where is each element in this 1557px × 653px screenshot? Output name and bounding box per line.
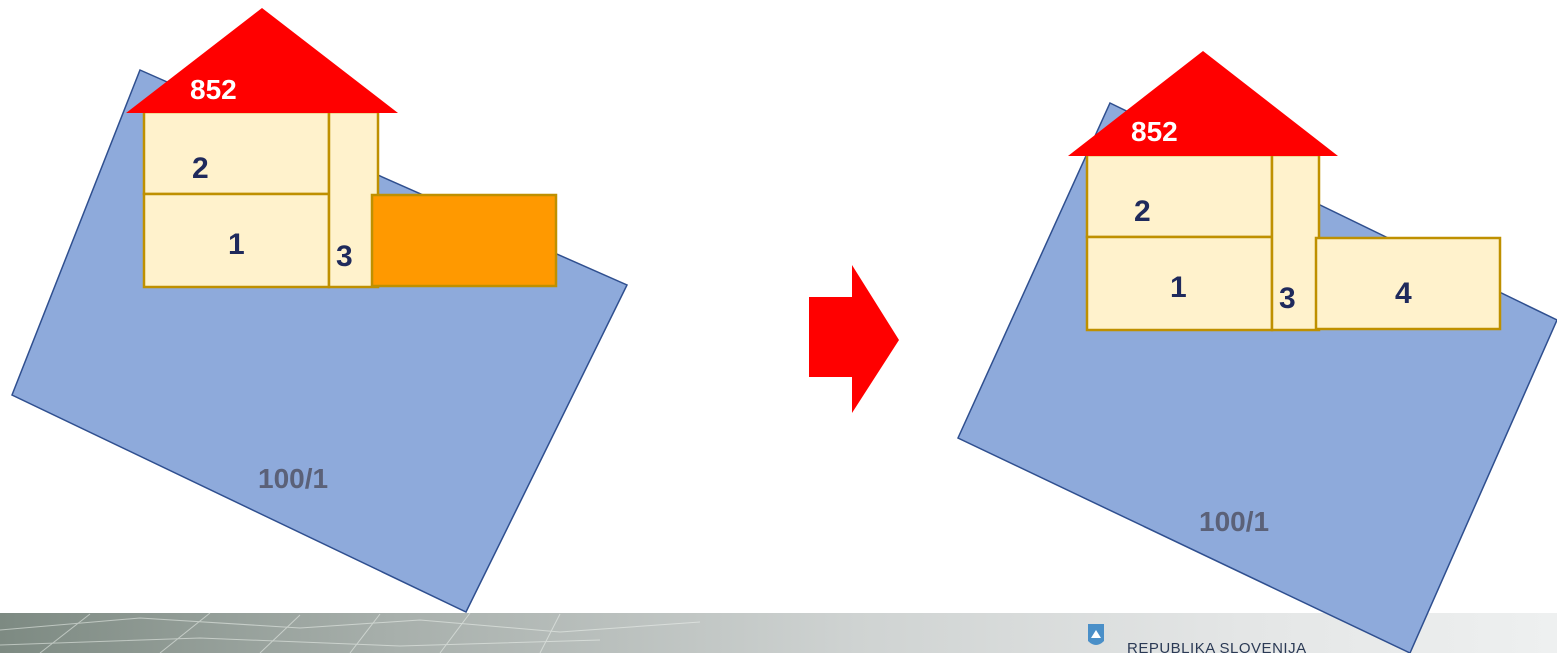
parcel-number-before: 100/1	[258, 463, 328, 494]
building-number-after: 852	[1131, 116, 1178, 147]
right-arrow-icon	[809, 265, 899, 413]
parcel-number-after: 100/1	[1199, 506, 1269, 537]
room-label-2-after: 2	[1134, 195, 1151, 228]
annex-unlabeled-before	[372, 195, 556, 286]
building-number-before: 852	[190, 74, 237, 105]
room-label-1-after: 1	[1170, 271, 1187, 304]
after-diagram: 852 2 1 3 4 100/1	[958, 51, 1557, 653]
roof-after	[1068, 51, 1338, 156]
before-diagram: 852 2 1 3 100/1	[12, 8, 627, 612]
room-label-2-before: 2	[192, 152, 209, 185]
room-2-after	[1087, 155, 1272, 237]
footer-map-band: REPUBLIKA SLOVENIJA	[0, 613, 1557, 653]
room-2-before	[144, 112, 329, 194]
room-label-4-after: 4	[1395, 277, 1412, 310]
roof-before	[126, 8, 398, 113]
room-label-3-after: 3	[1279, 282, 1296, 315]
room-label-3-before: 3	[336, 240, 353, 273]
footer-country-text: REPUBLIKA SLOVENIJA	[1127, 640, 1307, 653]
coat-of-arms-icon	[1088, 624, 1104, 645]
room-label-1-before: 1	[228, 228, 245, 261]
